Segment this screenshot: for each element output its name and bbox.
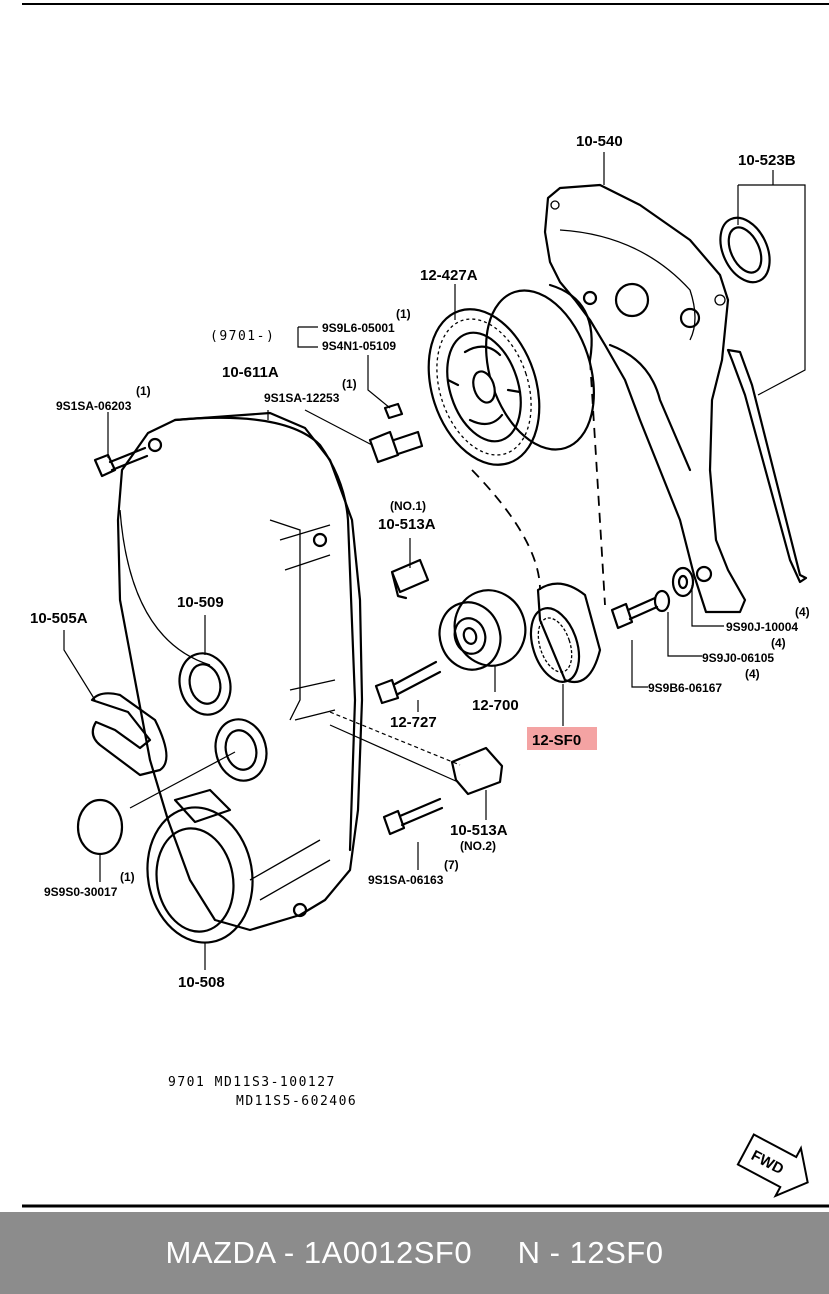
model-code-line-2: MD11S5-602406 [236,1094,357,1109]
qty-9s9j0-06105: (4) [771,636,786,650]
exploded-parts-diagram: 10-540 10-523B 12-427A (9701-) (1) 9S9L6… [22,3,829,1208]
label-12-427a: 12-427A [420,267,478,284]
model-code-line-1: 9701 MD11S3-100127 [168,1075,336,1090]
label-9s1sa-12253: 9S1SA-12253 [264,391,340,405]
cam-pulley-drawing [427,289,595,466]
label-9s1sa-06163: 9S1SA-06163 [368,873,444,887]
label-9s9j0-06105: 9S9J0-06105 [702,651,774,665]
bolts-drawing [93,402,695,836]
label-12-727: 12-727 [390,714,437,731]
label-10-611a: 10-611A [222,364,279,381]
label-9s9b6-06167: 9S9B6-06167 [648,681,722,695]
label-10-540: 10-540 [576,133,623,150]
label-10-505a: 10-505A [30,610,88,627]
seal-10-509-drawing [178,652,268,782]
crank-pulley-drawing [529,582,602,683]
label-12-sf0: 12-SF0 [532,732,581,749]
label-9s9l6-05001: 9S9L6-05001 [322,321,395,335]
label-10-523b: 10-523B [738,152,796,169]
fwd-arrow-icon: FWD [736,1133,809,1198]
qty-9s1sa-12253: (1) [342,377,357,391]
label-9s90j-10004: 9S90J-10004 [726,620,798,634]
rear-plate-drawing [543,183,747,614]
highlight-12-sf0 [527,727,597,750]
label-9s9s0-30017: 9S9S0-30017 [44,885,118,899]
seal-10-523b-drawing [719,216,771,284]
front-cover-drawing [116,411,364,932]
label-no2: (NO.2) [460,839,496,853]
label-10-509: 10-509 [177,594,224,611]
label-9701-ref: (9701-) [210,329,275,344]
label-9s1sa-06203: 9S1SA-06203 [56,399,132,413]
tensioner-pulley-drawing [438,589,527,671]
qty-9s90j-10004: (4) [795,605,810,619]
qty-9s1sa-06163: (7) [444,858,459,872]
qty-9s9b6-06167: (4) [745,667,760,681]
label-12-700: 12-700 [472,697,519,714]
label-10-513a-no1: 10-513A [378,516,436,533]
label-no1: (NO.1) [390,499,426,513]
qty-9s1sa-06203: (1) [136,384,151,398]
label-10-508: 10-508 [178,974,225,991]
footer-bar: MAZDA - 1A0012SF0 N - 12SF0 [0,1212,829,1294]
qty-9s9l6: (1) [396,307,411,321]
label-9s4n1-05109: 9S4N1-05109 [322,339,396,353]
leader-lines [63,152,806,970]
label-10-513a-no2: 10-513A [450,822,508,839]
qty-9s9s0-30017: (1) [120,870,135,884]
footer-part-number: MAZDA - 1A0012SF0 N - 12SF0 [165,1235,664,1270]
lower-cover-drawing [146,788,254,944]
